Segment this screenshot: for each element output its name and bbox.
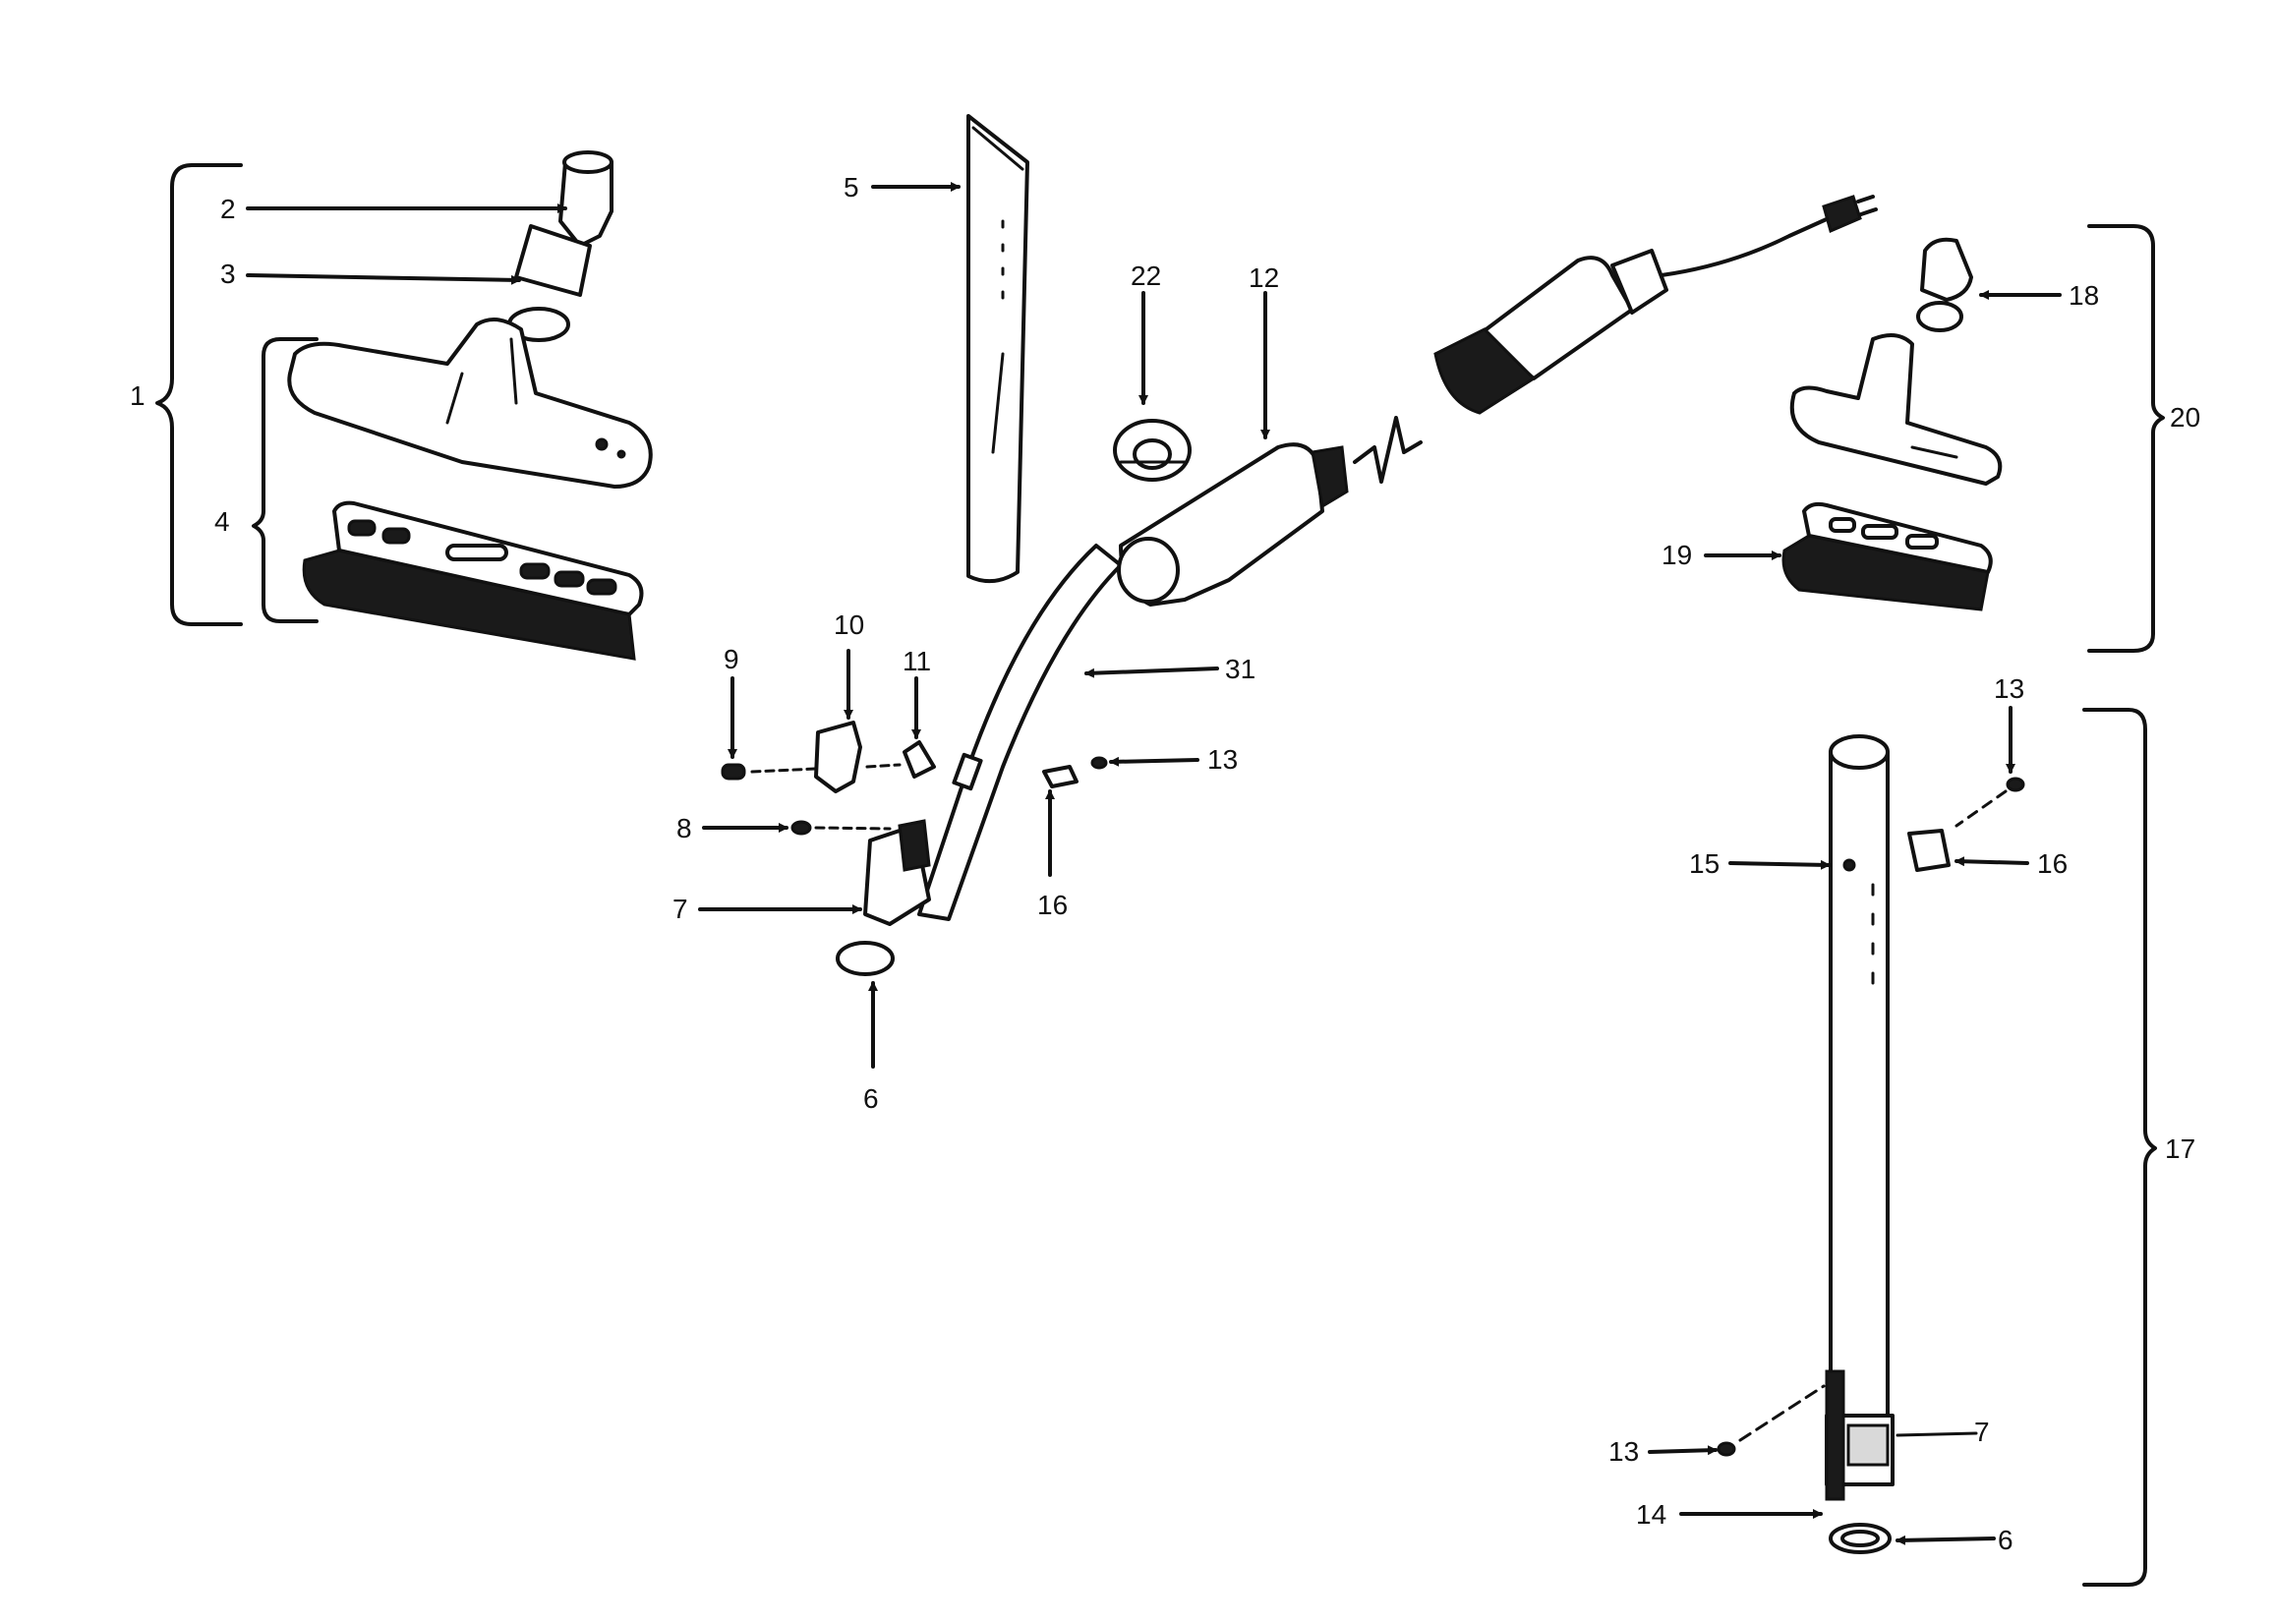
- crevice-tool-part-5: [966, 114, 1029, 584]
- latch-part-10: [814, 721, 862, 793]
- elbow-part-2: [558, 160, 613, 248]
- callout-1: 1: [130, 380, 146, 411]
- callout-18: 18: [2069, 280, 2099, 311]
- swivel-collar: [1916, 301, 1963, 332]
- handle-thread: [1311, 445, 1349, 509]
- callout-16-hose: 16: [1037, 890, 1068, 920]
- elbow-part-18: [1920, 237, 1973, 302]
- callout-13-wand-bottom: 13: [1608, 1436, 1639, 1467]
- bracket-group-1: [155, 163, 243, 626]
- collar-part-3: [514, 224, 592, 297]
- hose-break-symbol: [1353, 416, 1423, 484]
- callout-22: 22: [1131, 261, 1161, 291]
- screw-part-13-hose: [1090, 756, 1108, 770]
- callout-5: 5: [844, 172, 859, 203]
- elbow-opening: [562, 150, 613, 174]
- upholstery-tool-assembly: [1781, 237, 2003, 611]
- wand-opening: [1829, 734, 1890, 770]
- connector-thread: [1433, 327, 1537, 415]
- callout-3: 3: [220, 259, 236, 289]
- callout-9: 9: [724, 644, 739, 674]
- callout-2: 2: [220, 194, 236, 224]
- clip-part-16-wand: [1907, 829, 1951, 872]
- hose-part-31: [917, 544, 1123, 921]
- callout-13-hose: 13: [1207, 744, 1238, 775]
- pin-part-8: [790, 820, 812, 836]
- plug-icon: [1822, 195, 1862, 234]
- screw-part-13-wand-top: [2006, 777, 2025, 792]
- wand-latch-part-14: [1825, 1369, 1845, 1501]
- upholstery-nozzle-body: [1789, 333, 2003, 486]
- callout-15: 15: [1689, 848, 1720, 879]
- floor-tool-assembly: [287, 150, 653, 661]
- callout-19: 19: [1662, 540, 1692, 570]
- screw-part-13-wand-bottom: [1717, 1441, 1736, 1457]
- cord-connector: [1433, 195, 1878, 415]
- ring-part-22: [1113, 419, 1192, 482]
- callout-12: 12: [1249, 262, 1279, 293]
- spring-part-11: [903, 740, 936, 779]
- callout-31: 31: [1225, 654, 1255, 684]
- wand-tube-part-15: [1829, 750, 1890, 1418]
- brush-bristles: [302, 549, 636, 661]
- callout-14: 14: [1636, 1499, 1666, 1530]
- callout-7-hose: 7: [672, 894, 688, 924]
- wand-assembly: [1717, 734, 2025, 1554]
- ring-part-6: [836, 941, 895, 976]
- bracket-group-17: [2082, 708, 2157, 1587]
- hose-assembly: [721, 416, 1423, 976]
- clip-part-16: [1042, 765, 1079, 788]
- callout-8: 8: [676, 813, 692, 843]
- callout-6-wand: 6: [1998, 1525, 2013, 1555]
- handle-collar: [1117, 537, 1180, 604]
- screw-part-9: [721, 763, 746, 781]
- callout-7-wand: 7: [1974, 1417, 1990, 1447]
- callout-4: 4: [214, 506, 230, 537]
- callout-16-wand: 16: [2037, 848, 2068, 879]
- callout-20: 20: [2170, 402, 2200, 433]
- callout-labels: 1 2 3 4 5 6 6 7 7 8 9 10 11 12 13 13 13 …: [130, 172, 2200, 1555]
- callout-13-wand-top: 13: [1994, 673, 2024, 704]
- power-cord: [1660, 216, 1831, 277]
- callout-11: 11: [903, 646, 931, 676]
- nozzle-body: [287, 318, 653, 489]
- leader-lines: [246, 182, 2062, 1545]
- callout-10: 10: [834, 609, 864, 640]
- brush-bristles-19: [1781, 534, 1990, 611]
- callout-17: 17: [2165, 1133, 2195, 1164]
- callout-6-hose: 6: [863, 1083, 879, 1114]
- bracket-item-4: [252, 337, 319, 623]
- bracket-group-20: [2087, 224, 2165, 653]
